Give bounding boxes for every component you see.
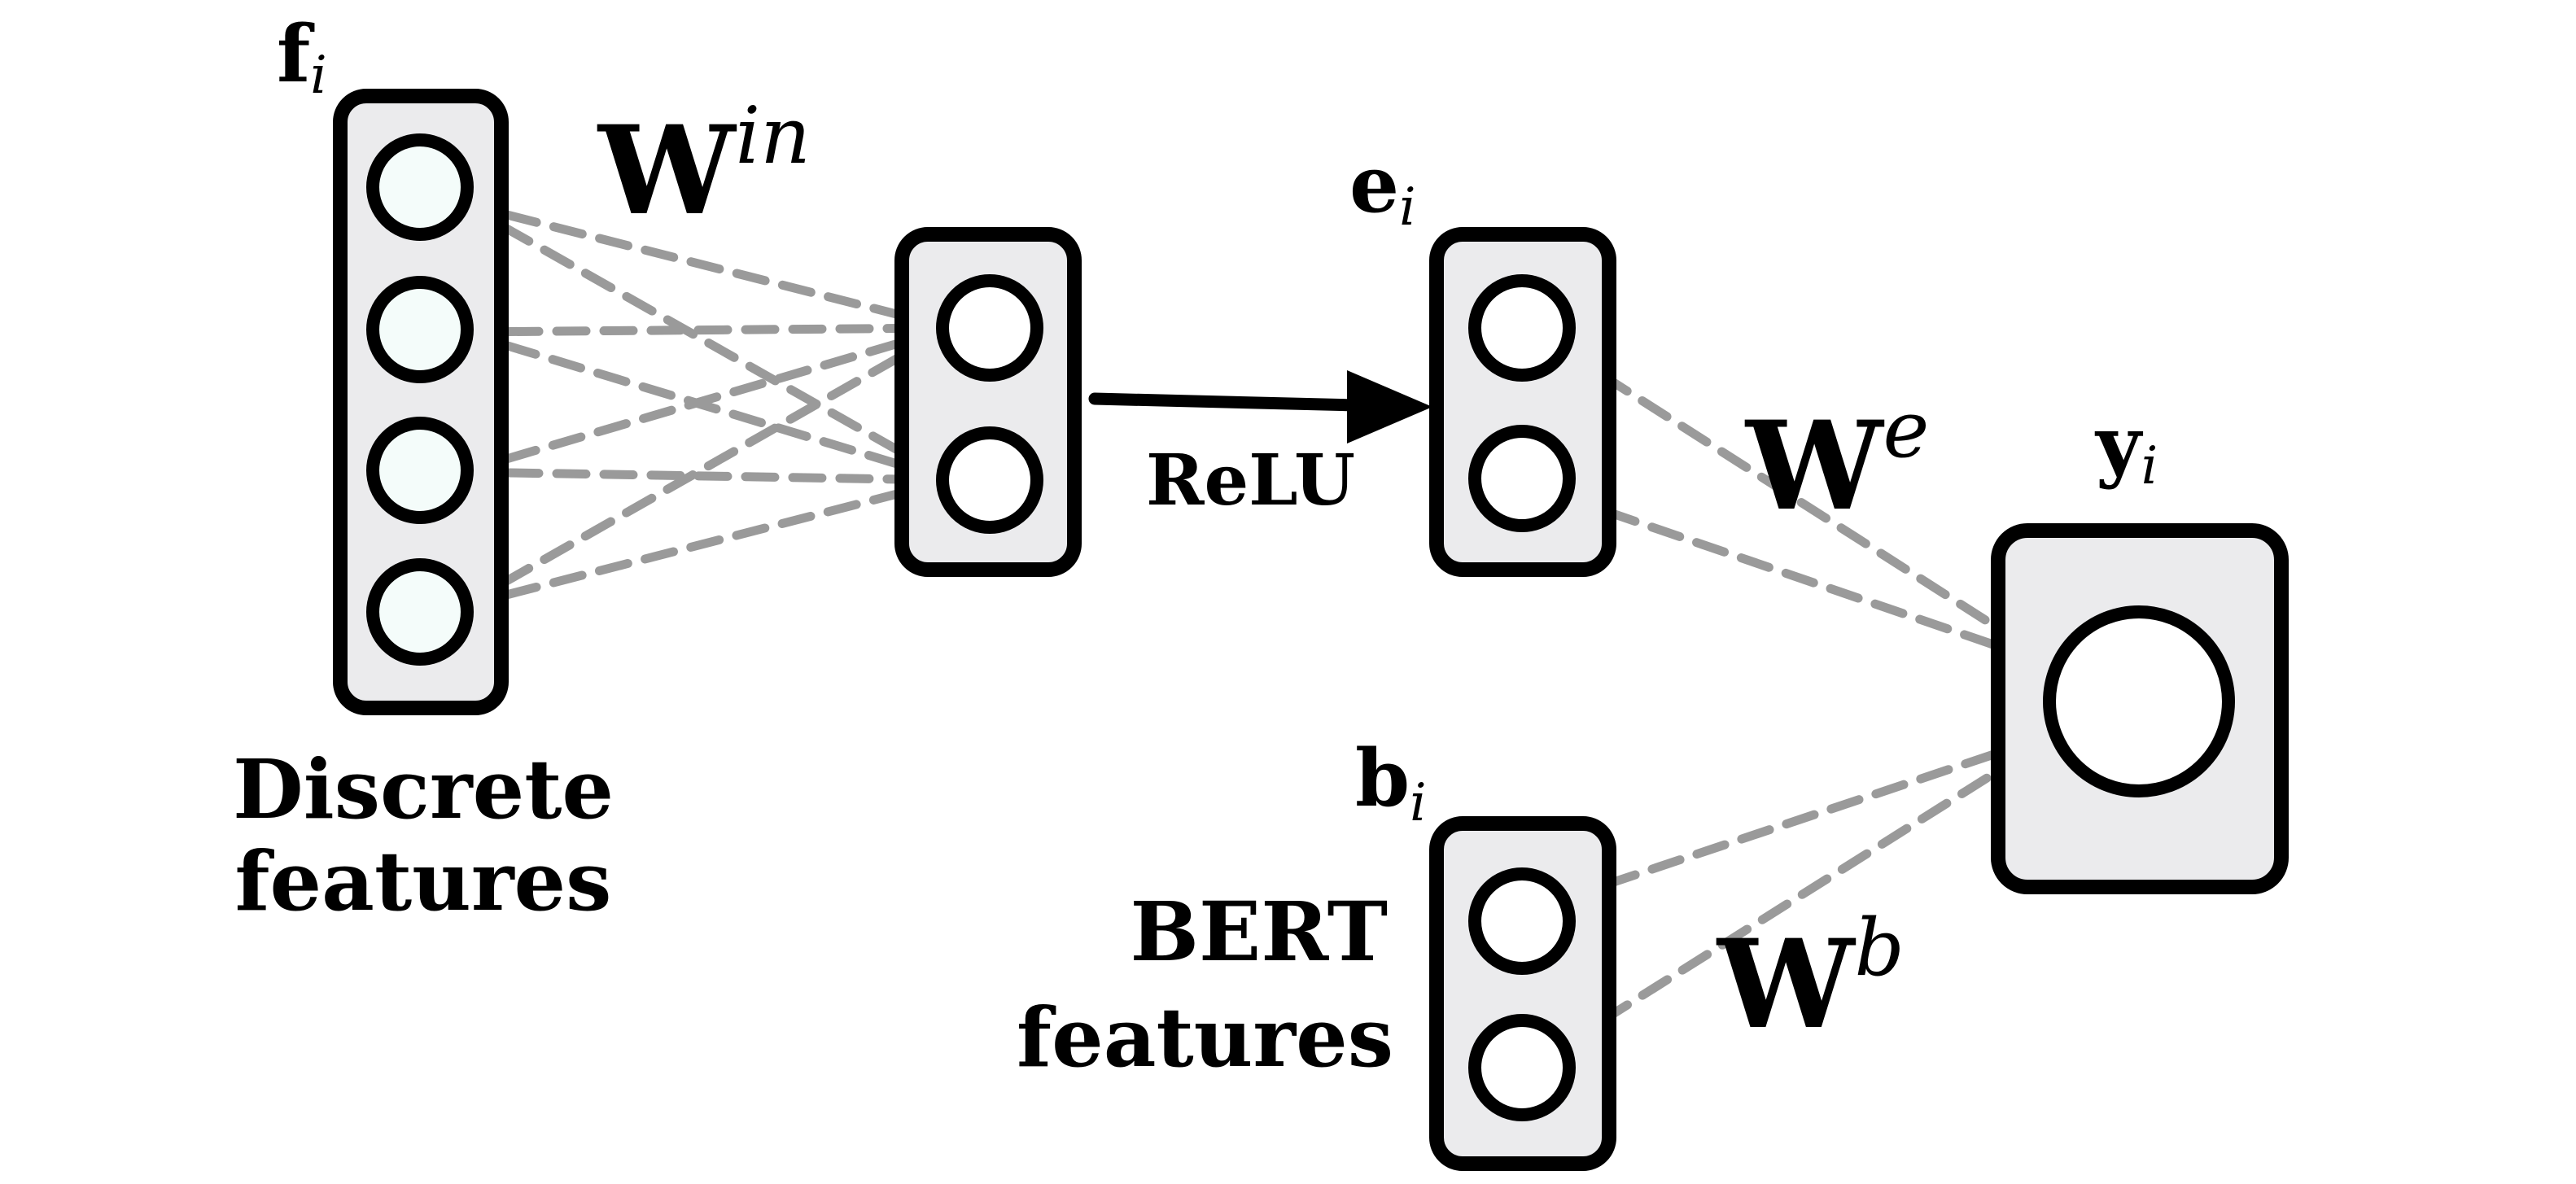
edge (457, 323, 956, 611)
edge (1558, 727, 2064, 904)
label-w-b: Wb (1716, 902, 1905, 1056)
edge (457, 475, 956, 611)
input-node (366, 417, 474, 524)
e-node (1468, 425, 1576, 532)
edge (1558, 345, 2064, 672)
label-w-in: Win (597, 90, 811, 242)
edge (457, 467, 956, 485)
discrete-features-label-line2: features (235, 833, 612, 929)
b-node (1468, 867, 1576, 975)
e-layer (1429, 227, 1616, 577)
output-layer (1991, 523, 2289, 894)
edge (1558, 727, 2064, 1051)
edge (457, 327, 956, 485)
hidden-node (936, 426, 1043, 534)
b-layer (1429, 816, 1616, 1171)
label-relu: ReLU (1146, 439, 1355, 522)
label-e-i: ei (1349, 138, 1416, 238)
edge (457, 323, 956, 337)
edges-e-to-output (1558, 345, 2064, 672)
bert-features-label-line1: BERT (1130, 884, 1388, 980)
input-node (366, 133, 474, 241)
label-y-i: yi (2094, 399, 2158, 496)
input-node (366, 558, 474, 666)
output-node (2043, 605, 2235, 797)
arrow-head-icon (1347, 370, 1432, 443)
edge (1558, 492, 2064, 672)
bert-features-label-line2: features (1017, 990, 1393, 1086)
b-node (1468, 1014, 1576, 1121)
label-f-i: fi (277, 8, 327, 106)
edge (457, 199, 956, 333)
label-b-i: bi (1355, 732, 1427, 833)
e-node (1468, 274, 1576, 382)
input-node (366, 276, 474, 383)
relu-arrow (1088, 370, 1432, 443)
edge (457, 323, 956, 477)
edge (457, 199, 956, 485)
discrete-features-label-line1: Discrete (233, 741, 614, 837)
label-w-e: We (1744, 384, 1929, 538)
hidden-node (936, 274, 1043, 382)
edges-input-to-hidden (457, 199, 956, 611)
arrow-shaft (1088, 392, 1362, 412)
input-layer (333, 89, 509, 715)
input-layer-box (333, 89, 509, 715)
edges-b-to-output (1558, 727, 2064, 1051)
hidden-layer (894, 227, 1082, 577)
